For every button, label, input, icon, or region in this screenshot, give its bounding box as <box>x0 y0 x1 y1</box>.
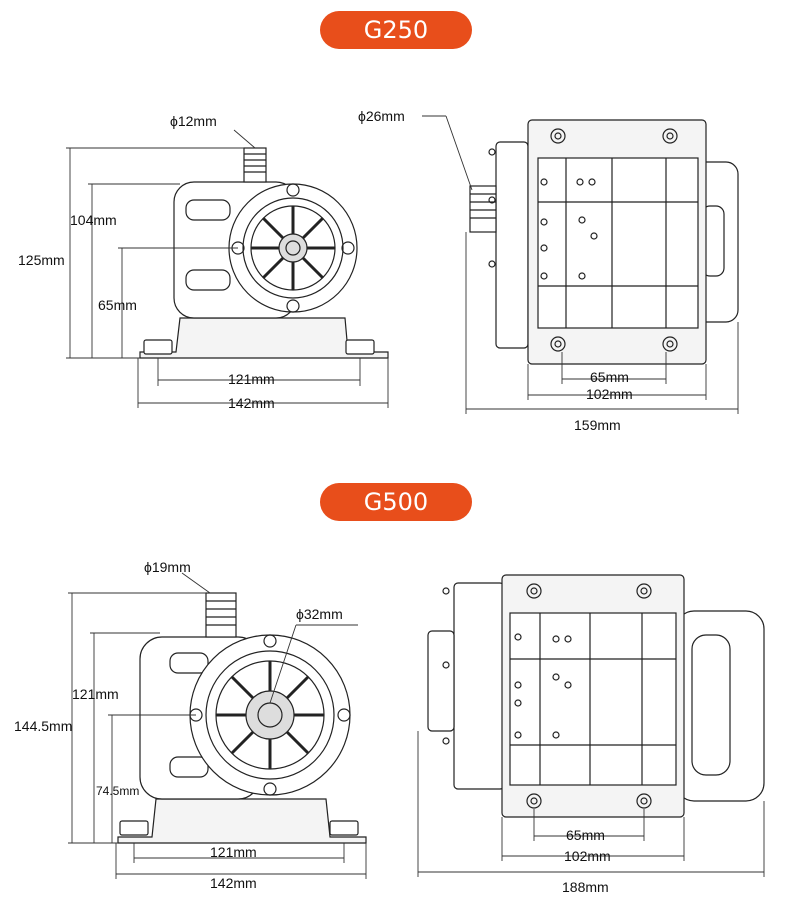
g250-base-width-label: 102mm <box>586 386 633 402</box>
g500-height-total-label: 144.5mm <box>14 718 72 734</box>
g250-base-inner-label: 121mm <box>228 371 275 387</box>
model-badge-g500: G500 <box>320 483 472 521</box>
g500-side-view <box>68 572 367 879</box>
g250-base-outer-label: 142mm <box>228 395 275 411</box>
g500-outlet-label: ϕ19mm <box>144 559 191 575</box>
g250-side-view <box>66 129 389 408</box>
g250-drawing: ϕ12mm 125mm 104mm 65mm 121mm 142mm <box>0 90 790 450</box>
g250-length-label: 159mm <box>574 417 621 433</box>
g500-base-inner-label: 121mm <box>210 844 257 860</box>
g250-hole-spacing-label: 65mm <box>590 369 629 385</box>
g500-base-outer-label: 142mm <box>210 875 257 891</box>
g250-height-total-label: 125mm <box>18 252 65 268</box>
g500-top-view <box>417 574 765 877</box>
model-badge-g250: G250 <box>320 11 472 49</box>
g500-height-body-label: 121mm <box>72 686 119 702</box>
g250-height-body-label: 104mm <box>70 212 117 228</box>
g500-length-label: 188mm <box>562 879 609 895</box>
g500-base-width-label: 102mm <box>564 848 611 864</box>
g500-inlet-label: ϕ32mm <box>296 606 343 622</box>
g500-hole-spacing-label: 65mm <box>566 827 605 843</box>
g250-height-center-label: 65mm <box>98 297 137 313</box>
g500-height-center-label: 74.5mm <box>96 784 139 798</box>
g250-top-view <box>422 115 739 414</box>
g500-drawing: ϕ19mm ϕ32mm 144.5mm 121mm 74.5mm 121mm 1… <box>0 545 790 913</box>
g250-inlet-label: ϕ26mm <box>358 108 405 124</box>
g250-outlet-label: ϕ12mm <box>170 113 217 129</box>
